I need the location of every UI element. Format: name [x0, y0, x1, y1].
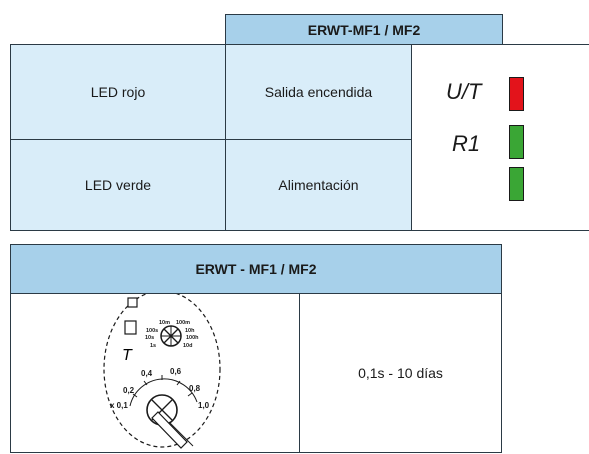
time-range-text: 0,1s - 10 días	[358, 365, 443, 381]
alimentacion-text: Alimentación	[278, 177, 359, 193]
scale-mark-x-0-1: x 0,1	[110, 401, 128, 410]
scale-mark-0-8: 0,8	[189, 384, 201, 393]
r1-label: R1	[452, 131, 481, 156]
led-verde-label: LED verde	[84, 177, 152, 193]
time-mark-10m: 10m	[159, 320, 170, 326]
table1-header-text: ERWT-MF1 / MF2	[307, 21, 421, 38]
table1-row2-function: Alimentación	[225, 139, 412, 231]
table1-header: ERWT-MF1 / MF2	[225, 14, 503, 45]
table1-row1-label: LED rojo	[10, 44, 226, 140]
time-mark-1s: 1s	[150, 343, 156, 349]
green-led-r1-icon	[509, 125, 524, 159]
led-indicator-panel: U/T R1	[411, 44, 589, 231]
table2-header-text: ERWT - MF1 / MF2	[195, 261, 317, 277]
time-mark-100s: 100s	[146, 328, 158, 334]
ut-label: U/T	[446, 79, 482, 104]
scale-mark-0-6: 0,6	[170, 367, 182, 376]
table1-row1-function: Salida encendida	[225, 44, 412, 140]
scale-mark-0-2: 0,2	[123, 386, 135, 395]
red-led-icon	[509, 77, 524, 111]
rotary-dial-icon: T 10m 100m 100s 10h 10s 100h 1s 10d 0,4	[103, 294, 221, 449]
green-led-power-icon	[509, 167, 524, 201]
led-rojo-label: LED rojo	[90, 84, 146, 100]
time-mark-100h: 100h	[186, 335, 199, 341]
dial-letter-t: T	[122, 347, 133, 364]
dial-cell: T 10m 100m 100s 10h 10s 100h 1s 10d 0,4	[10, 293, 300, 453]
salida-encendida-text: Salida encendida	[264, 84, 373, 100]
time-mark-10d: 10d	[183, 343, 192, 349]
range-cell: 0,1s - 10 días	[299, 293, 502, 453]
time-mark-100m: 100m	[176, 320, 190, 326]
table2-header: ERWT - MF1 / MF2	[10, 244, 502, 294]
scale-mark-0-4: 0,4	[141, 369, 153, 378]
time-mark-10s: 10s	[145, 335, 154, 341]
time-mark-10h: 10h	[185, 328, 195, 334]
table1-row2-label: LED verde	[10, 139, 226, 231]
scale-mark-1-0: 1,0	[198, 401, 210, 410]
